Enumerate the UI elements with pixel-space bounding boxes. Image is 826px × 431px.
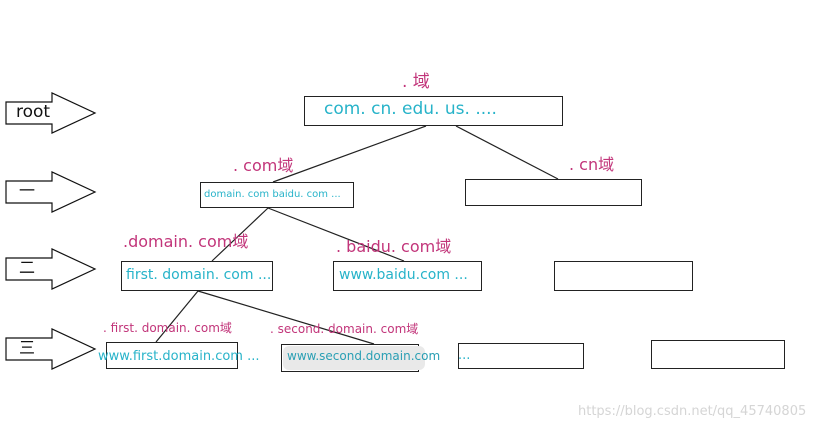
level-three-arrow-icon (5, 328, 97, 370)
edge-com-baidu (267, 207, 405, 262)
level3-dots-box (458, 343, 584, 369)
baidu-node-content: www.baidu.com ... (339, 267, 468, 283)
root-domain-label: . 域 (402, 72, 430, 92)
com-node-box (200, 182, 354, 208)
edge-root-com (272, 125, 427, 183)
first-node-box (106, 342, 238, 369)
level-two-label: 二 (19, 258, 36, 277)
second-node-highlight (283, 346, 425, 370)
root-node-content: com. cn. edu. us. .... (324, 99, 497, 119)
first-node-content: www.first.domain.com ... (98, 349, 260, 364)
level-root-label: root (16, 102, 51, 122)
level2-empty-box (554, 261, 693, 291)
domain-com-label: .domain. com域 (123, 232, 249, 251)
level3-dots-content: ... (458, 348, 471, 363)
level-two-arrow-icon (5, 248, 97, 290)
root-node-box (304, 96, 563, 126)
edge-root-cn (455, 125, 559, 180)
watermark-text: https://blog.csdn.net/qq_45740805 (578, 404, 807, 419)
com-domain-label: . com域 (233, 156, 294, 175)
second-domain-label: . second. domain. com域 (270, 322, 419, 336)
baidu-node-box (333, 261, 482, 291)
level-three-label: 三 (19, 338, 36, 357)
first-domain-label: . first. domain. com域 (103, 321, 232, 335)
edge-com-domain (211, 207, 269, 262)
domain-node-box (121, 261, 273, 291)
edge-domain-second (197, 290, 375, 345)
cn-node-box (465, 179, 642, 206)
second-node-content: www.second.domain.com (287, 349, 441, 363)
baidu-com-label: . baidu. com域 (336, 237, 452, 256)
level-one-label: 一 (19, 181, 36, 200)
level-root-arrow-icon (5, 92, 97, 134)
level-one-arrow-icon (5, 171, 97, 213)
domain-node-content: first. domain. com ... (126, 267, 272, 283)
level3-empty-box (651, 340, 785, 369)
cn-domain-label: . cn域 (569, 155, 615, 174)
edge-domain-first (155, 290, 199, 343)
com-node-content: domain. com baidu. com ... (204, 189, 341, 200)
